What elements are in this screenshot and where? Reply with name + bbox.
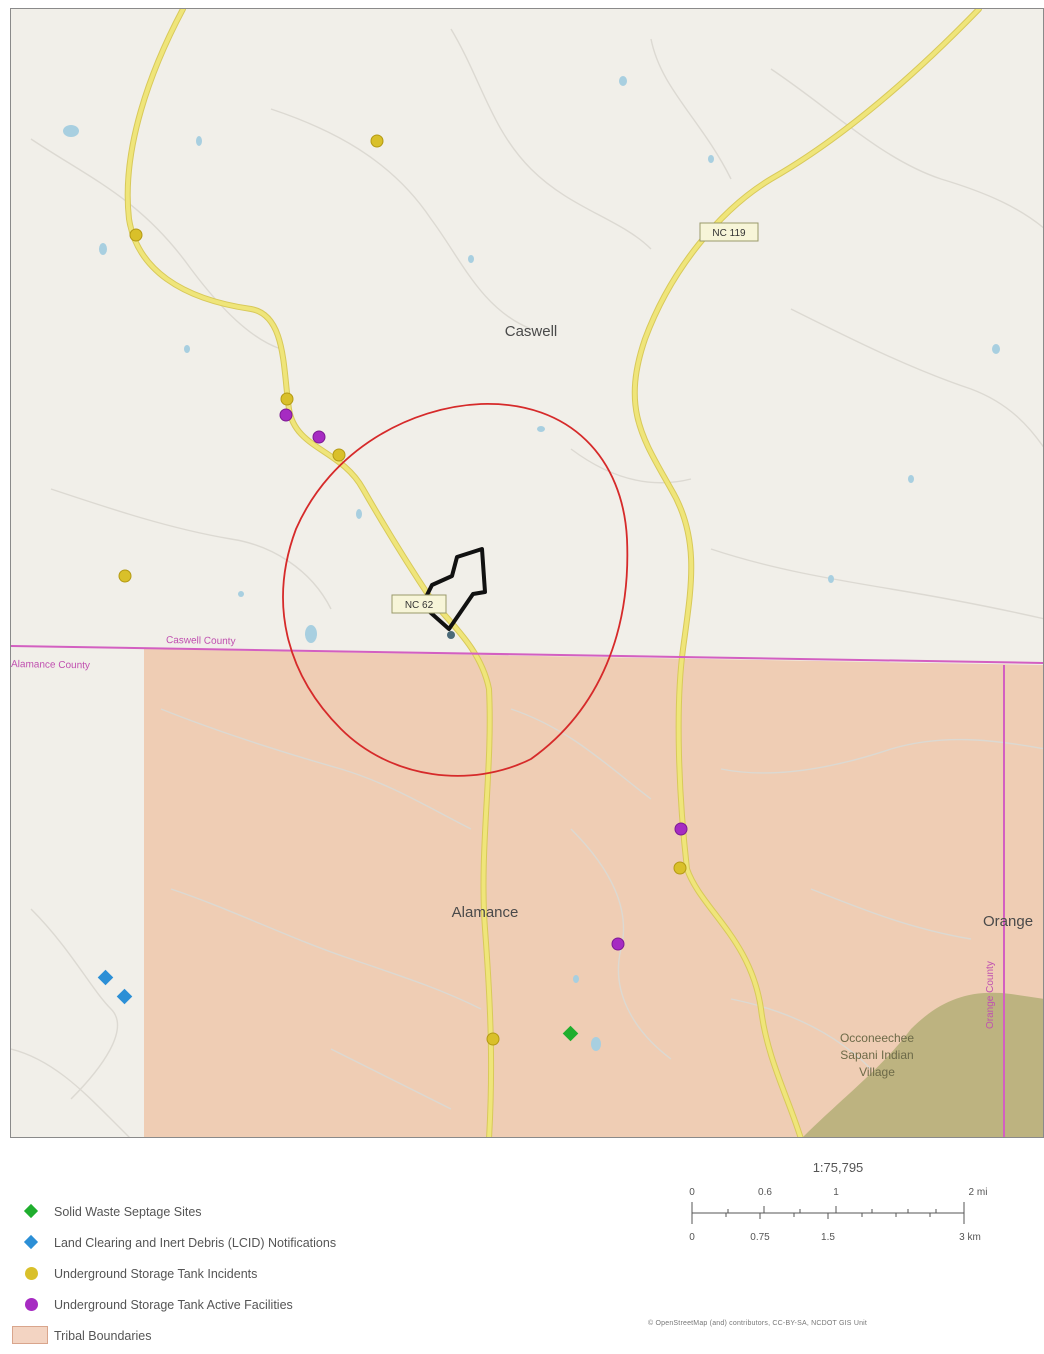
legend-symbol-solid-waste bbox=[10, 1202, 54, 1222]
tribal-patch-icon bbox=[12, 1325, 48, 1344]
green-diamond-icon bbox=[23, 1203, 39, 1218]
legend-label-ust-incidents: Underground Storage Tank Incidents bbox=[54, 1266, 258, 1281]
site-point-marker[interactable] bbox=[447, 631, 455, 639]
ust-incident-marker[interactable] bbox=[118, 569, 132, 583]
county-label-alamance: Alamance bbox=[452, 904, 519, 921]
legend-item-solid-waste: Solid Waste Septage Sites bbox=[10, 1196, 570, 1227]
legend-label-tribal: Tribal Boundaries bbox=[54, 1328, 152, 1343]
scale-mi-tick-2: 1 bbox=[833, 1187, 839, 1198]
tribal-boundary-area bbox=[144, 649, 1043, 1137]
scale-bar-ticks bbox=[691, 1202, 965, 1224]
ust-active-facility-marker[interactable] bbox=[279, 408, 293, 422]
legend-label-lcid: Land Clearing and Inert Debris (LCID) No… bbox=[54, 1235, 337, 1250]
ust-active-facility-markers bbox=[279, 408, 688, 951]
legend-symbol-ust-active bbox=[10, 1295, 54, 1315]
scale-bar: 1:75,795 0 0.6 1 2 mi 0 0.75 1.5 3 km bbox=[676, 1156, 1006, 1251]
blue-diamond-icon bbox=[23, 1234, 39, 1249]
ust-incident-marker[interactable] bbox=[129, 228, 143, 242]
legend-item-ust-incidents: Underground Storage Tank Incidents bbox=[10, 1258, 570, 1289]
main-roads bbox=[124, 9, 982, 1137]
ust-incident-markers bbox=[118, 134, 687, 1046]
solid-waste-septage-marker[interactable] bbox=[562, 1025, 579, 1042]
legend-symbol-tribal bbox=[10, 1325, 54, 1346]
legend-label-ust-active: Underground Storage Tank Active Faciliti… bbox=[54, 1297, 293, 1312]
scale-mi-tick-0: 0 bbox=[689, 1187, 695, 1198]
scale-km-tick-3: 3 km bbox=[959, 1232, 981, 1243]
minor-roads bbox=[11, 28, 1043, 1137]
ust-incident-marker[interactable] bbox=[673, 861, 687, 875]
buffer-radius-circle bbox=[282, 403, 629, 777]
county-label-caswell: Caswell bbox=[505, 323, 558, 340]
ust-active-facility-marker[interactable] bbox=[674, 822, 688, 836]
ust-incident-marker[interactable] bbox=[280, 392, 294, 406]
boundary-label-alamance-county: Alamance County bbox=[11, 659, 90, 671]
scale-km-tick-1: 0.75 bbox=[750, 1232, 770, 1243]
road-shield-nc119-label: NC 119 bbox=[712, 228, 746, 239]
village-label-line2: Sapani Indian bbox=[840, 1048, 913, 1062]
scale-mi-tick-1: 0.6 bbox=[758, 1187, 772, 1198]
county-boundaries bbox=[11, 645, 1043, 1137]
road-shield-nc62-label: NC 62 bbox=[405, 600, 434, 611]
road-shield-nc62: NC 62 bbox=[391, 594, 447, 614]
road-shield-nc119: NC 119 bbox=[699, 222, 759, 242]
ust-active-facility-marker[interactable] bbox=[611, 937, 625, 951]
scale-km-tick-0: 0 bbox=[689, 1232, 695, 1243]
legend-item-ust-active: Underground Storage Tank Active Faciliti… bbox=[10, 1289, 570, 1320]
legend-item-lcid: Land Clearing and Inert Debris (LCID) No… bbox=[10, 1227, 570, 1258]
village-label-line3: Village bbox=[859, 1065, 895, 1079]
site-boundary-outline[interactable] bbox=[420, 547, 487, 631]
map-svg: NC 119 NC 62 Caswell Alamance Orange Cas… bbox=[11, 9, 1043, 1137]
legend-symbol-lcid bbox=[10, 1233, 54, 1253]
ust-active-facility-marker[interactable] bbox=[312, 430, 326, 444]
legend-symbol-ust-incidents bbox=[10, 1264, 54, 1284]
legend-item-tribal: Tribal Boundaries bbox=[10, 1320, 570, 1351]
boundary-label-orange-county: Orange County bbox=[985, 961, 996, 1029]
county-label-orange: Orange bbox=[983, 913, 1033, 930]
village-label-line1: Occoneechee bbox=[840, 1031, 914, 1045]
purple-dot-icon bbox=[25, 1297, 38, 1311]
ust-incident-marker[interactable] bbox=[370, 134, 384, 148]
scale-km-tick-2: 1.5 bbox=[821, 1232, 835, 1243]
map-legend: Solid Waste Septage Sites Land Clearing … bbox=[10, 1196, 570, 1351]
water-bodies bbox=[63, 76, 1000, 1051]
scale-ratio: 1:75,795 bbox=[813, 1160, 864, 1175]
ust-incident-marker[interactable] bbox=[332, 448, 346, 462]
map-attribution: © OpenStreetMap (and) contributors, CC-B… bbox=[648, 1320, 868, 1327]
boundary-label-caswell-county: Caswell County bbox=[166, 635, 236, 647]
scale-bar-svg: 1:75,795 0 0.6 1 2 mi 0 0.75 1.5 3 km bbox=[689, 1160, 988, 1243]
scale-mi-tick-3: 2 mi bbox=[969, 1187, 988, 1198]
legend-label-solid-waste: Solid Waste Septage Sites bbox=[54, 1204, 202, 1219]
village-park-area bbox=[803, 992, 1043, 1137]
yellow-dot-icon bbox=[25, 1266, 38, 1280]
ust-incident-marker[interactable] bbox=[486, 1032, 500, 1046]
map-canvas[interactable]: NC 119 NC 62 Caswell Alamance Orange Cas… bbox=[10, 8, 1044, 1138]
